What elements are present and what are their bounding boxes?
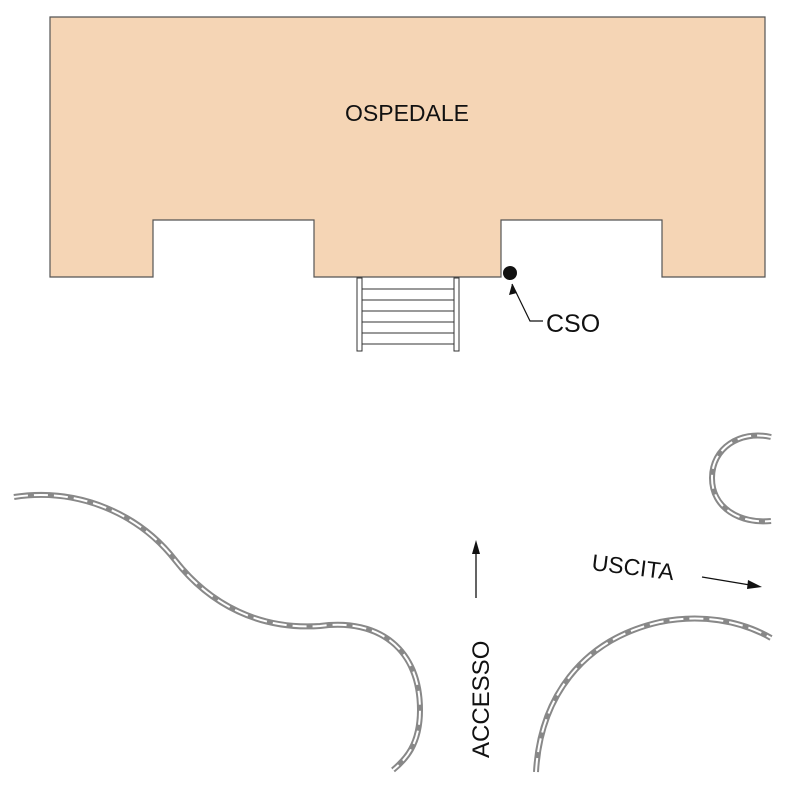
cso-leader-line <box>511 283 543 322</box>
building-label: OSPEDALE <box>345 100 469 126</box>
access-label: ACCESSO <box>468 641 495 758</box>
access-arrow <box>472 540 480 598</box>
hospital-building <box>49 16 766 278</box>
exit-arrow <box>701 576 762 589</box>
cso-arrowhead <box>509 284 517 295</box>
road-right <box>533 615 773 773</box>
cso-label: CSO <box>546 310 600 338</box>
roundabout-arc <box>708 432 772 525</box>
cso-point-icon <box>503 266 517 280</box>
stairs-icon <box>356 277 460 352</box>
road-left <box>13 491 424 773</box>
exit-label: USCITA <box>590 549 676 585</box>
